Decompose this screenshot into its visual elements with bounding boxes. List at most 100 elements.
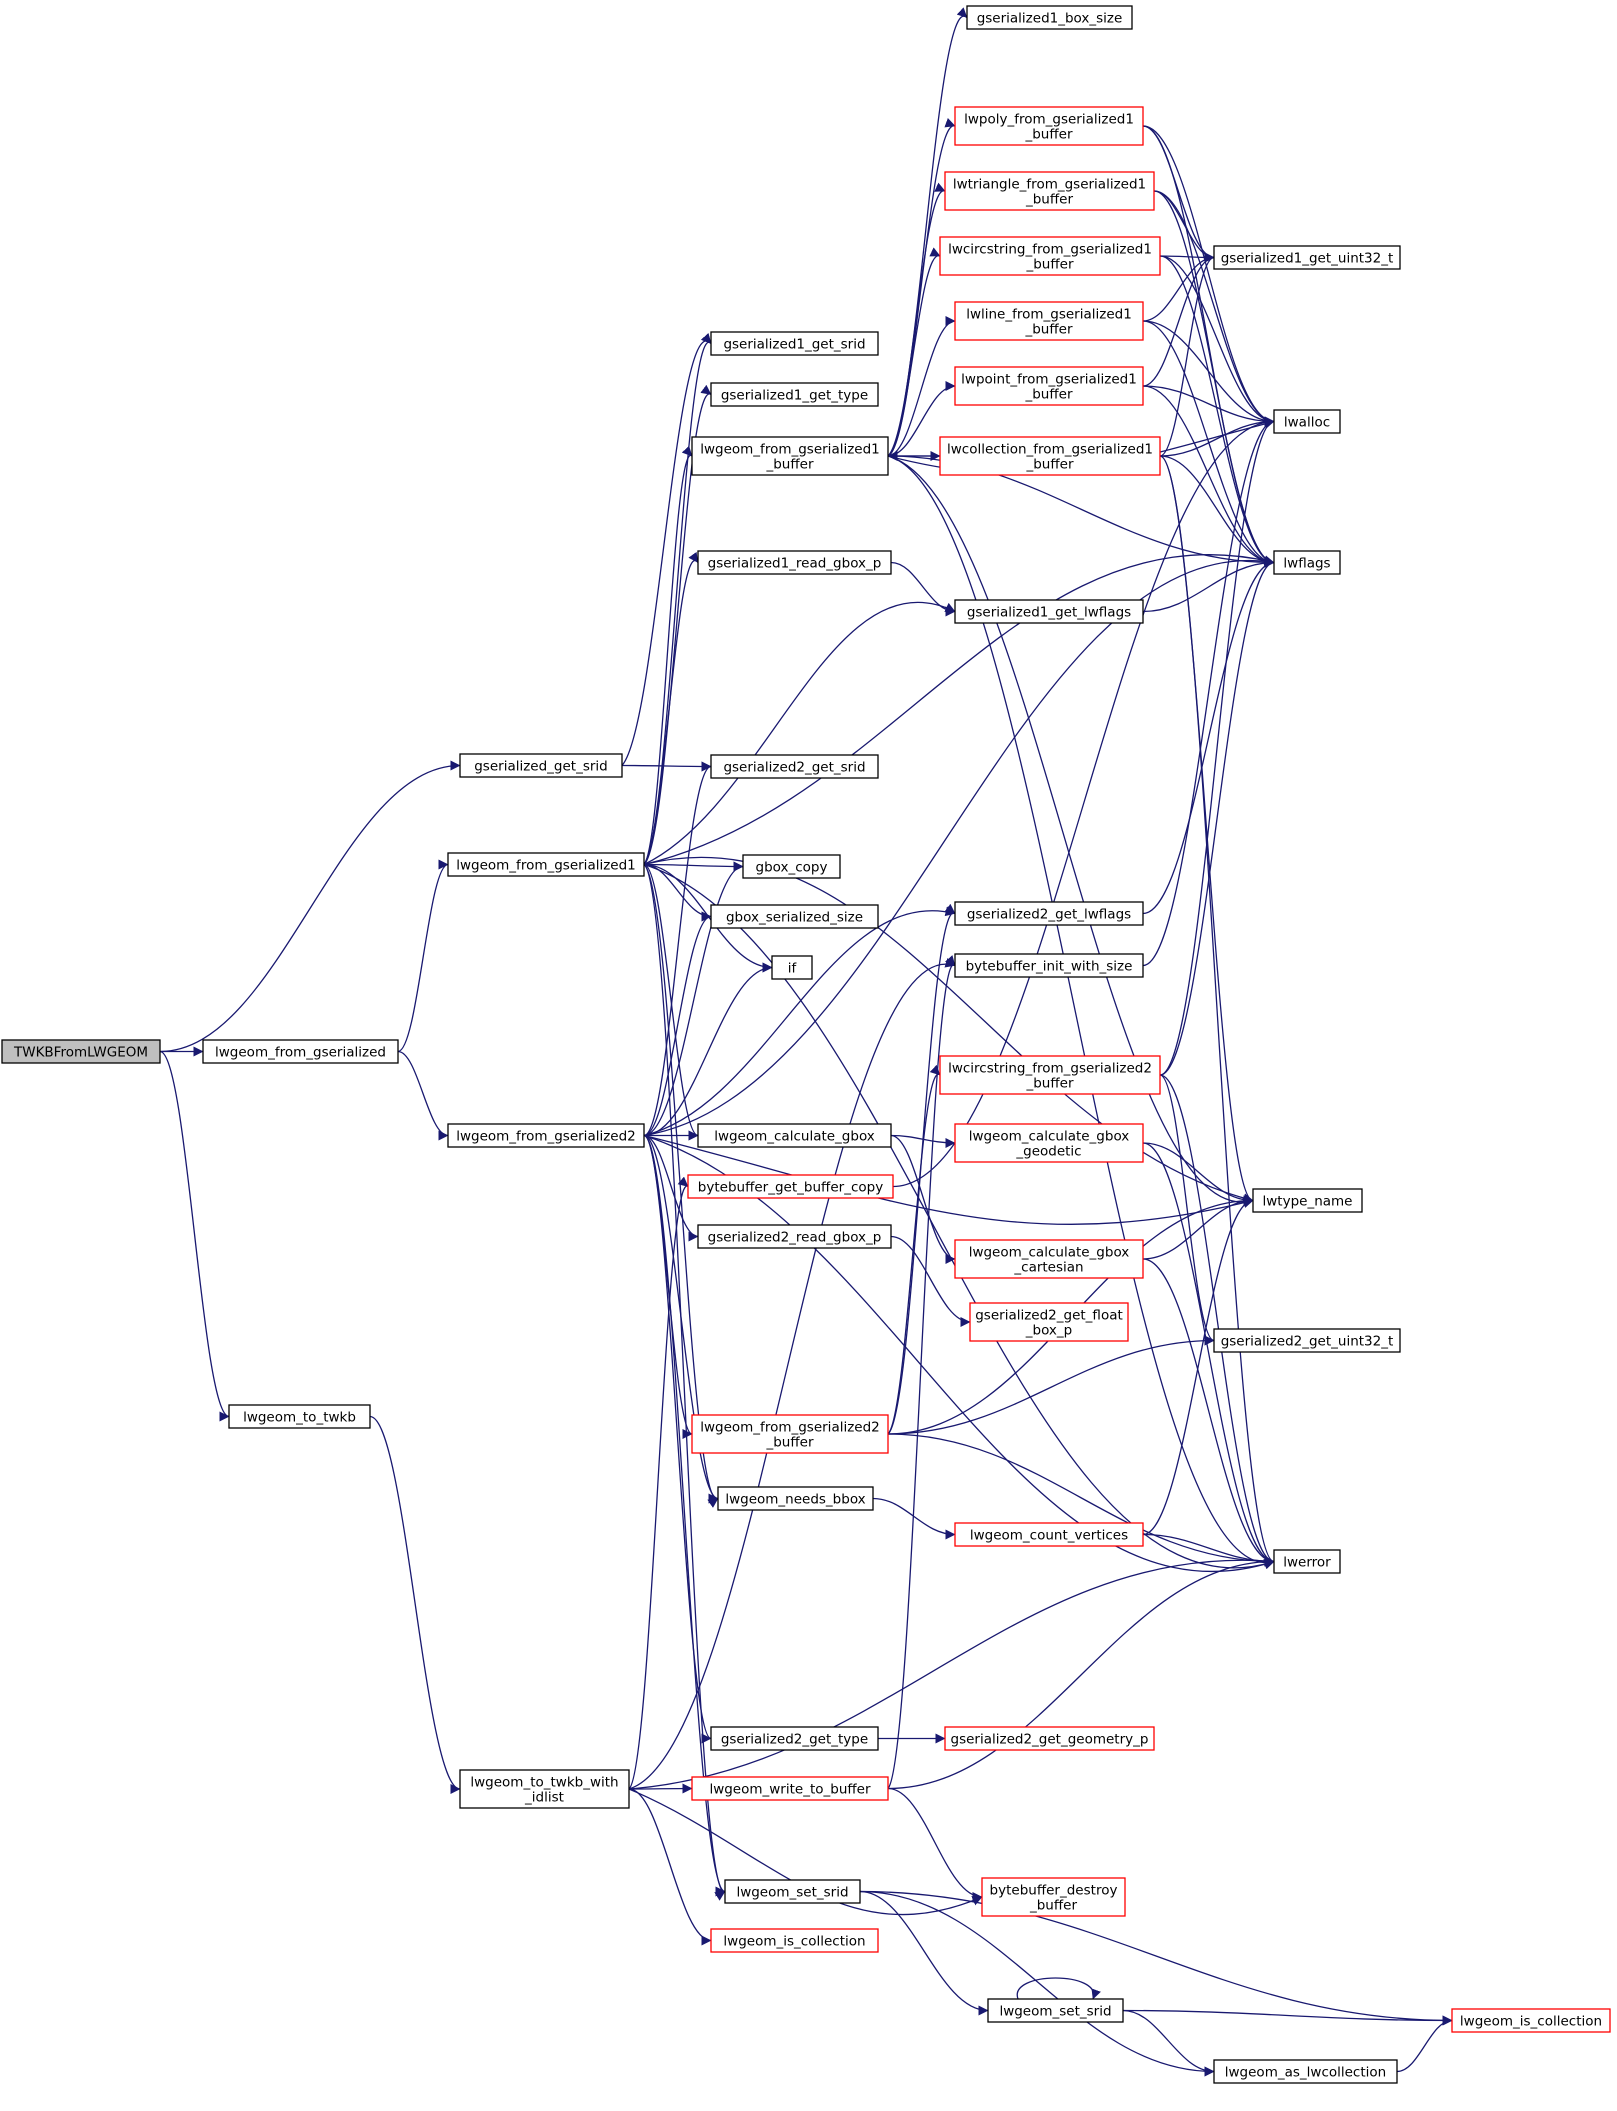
node-lwcircstring-from-gserialized1-buffer[interactable]: lwcircstring_from_gserialized1_buffer [939,236,1161,276]
node-gbox-serialized-size[interactable]: gbox_serialized_size [710,904,879,929]
edge-lwgeom-write-to-buffer-to-lwerror [887,1556,1275,1790]
node-gserialized2-get-uint32-t[interactable]: gserialized2_get_uint32_t [1213,1328,1401,1353]
node-box [687,1174,894,1199]
edge-lwgeom-calculate-gbox-to-lwgeom-calculate-gbox-cartesian [890,1134,956,1264]
node-lwcircstring-from-gserialized2-buffer[interactable]: lwcircstring_from_gserialized2_buffer [939,1055,1161,1095]
node-gserialized2-get-srid[interactable]: gserialized2_get_srid [710,754,879,779]
node-label: lwline_from_gserialized1 [966,307,1132,323]
node-label: gserialized2_get_lwflags [967,907,1131,923]
node-bytebuffer-init-with-size[interactable]: bytebuffer_init_with_size [954,953,1144,978]
edge-twkbfromlwgeom-to-gserialized-get-srid [159,760,461,1053]
edge-lwcollection-from-gserialized1-buffer-to-lwflags [1159,455,1275,568]
node-lwline-from-gserialized1-buffer[interactable]: lwline_from_gserialized1_buffer [954,301,1144,341]
node-twkbfromlwgeom[interactable]: TWKBFromLWGEOM [1,1039,161,1064]
edge-lwgeom-calculate-gbox-cartesian-to-lwerror [1142,1258,1275,1567]
node-lwalloc[interactable]: lwalloc [1273,409,1341,434]
node-bytebuffer-get-buffer-copy[interactable]: bytebuffer_get_buffer_copy [687,1174,894,1199]
node-lwtype-name[interactable]: lwtype_name [1252,1188,1363,1213]
node-gserialized1-get-lwflags[interactable]: gserialized1_get_lwflags [954,599,1144,624]
node-lwgeom-count-vertices[interactable]: lwgeom_count_vertices [954,1522,1144,1547]
node-label: gserialized2_get_uint32_t [1221,1334,1394,1350]
node-box [987,1998,1124,2023]
node-label: lwgeom_needs_bbox [725,1492,865,1508]
node-box [954,106,1144,146]
node-label: _buffer [1024,387,1072,403]
edge-lwgeom-from-gserialized1-to-gbox-copy [643,861,744,872]
node-lwgeom-as-lwcollection[interactable]: lwgeom_as_lwcollection [1213,2059,1398,2084]
node-label: lwgeom_set_srid [736,1885,848,1901]
edge-lwgeom-from-gserialized2-to-lwgeom-needs-bbox [643,1134,719,1504]
edge-lwcircstring-from-gserialized2-buffer-to-lwalloc [1159,416,1275,1076]
node-lwgeom-write-to-buffer[interactable]: lwgeom_write_to_buffer [691,1776,889,1801]
node-box [710,904,879,929]
edge-lwgeom-from-gserialized1-to-lwgeom-calculate-gbox [643,863,699,1141]
node-lwtriangle-from-gserialized1-buffer[interactable]: lwtriangle_from_gserialized1_buffer [944,171,1155,211]
node-gserialized2-read-gbox-p[interactable]: gserialized2_read_gbox_p [697,1224,892,1249]
node-gserialized2-get-float-box-p[interactable]: gserialized2_get_float_box_p [969,1302,1129,1342]
node-if[interactable]: if [771,955,813,980]
node-gserialized1-get-srid[interactable]: gserialized1_get_srid [710,331,879,356]
node-gserialized2-get-geometry-p[interactable]: gserialized2_get_geometry_p [944,1726,1155,1751]
node-lwgeom-calculate-gbox-cartesian[interactable]: lwgeom_calculate_gbox_cartesian [954,1239,1144,1279]
node-label: _geodetic [1015,1144,1081,1160]
node-box [954,901,1144,926]
node-gserialized1-get-type[interactable]: gserialized1_get_type [710,382,879,407]
node-box [724,1879,861,1904]
edge-lwcircstring-from-gserialized1-buffer-to-lwalloc [1159,255,1275,427]
node-box [954,1522,1144,1547]
node-lwgeom-is-collection-a[interactable]: lwgeom_is_collection [710,1928,879,1953]
node-lwgeom-from-gserialized[interactable]: lwgeom_from_gserialized [202,1039,399,1064]
node-box [944,171,1155,211]
edge-lwgeom-to-twkb-with-idlist-to-bytebuffer-init-with-size [628,957,956,1790]
node-gbox-copy[interactable]: gbox_copy [742,854,841,879]
node-box [717,1486,874,1511]
edge-lwgeom-from-gserialized2-buffer-to-gserialized2-get-uint32-t [887,1335,1215,1435]
node-gserialized1-read-gbox-p[interactable]: gserialized1_read_gbox_p [697,550,892,575]
node-label: lwgeom_calculate_gbox [969,1245,1130,1261]
node-box [228,1404,371,1429]
edge-lwgeom-set-srid-b-to-lwgeom-is-collection-b [1122,2009,1453,2026]
node-lwgeom-calculate-gbox-geodetic[interactable]: lwgeom_calculate_gbox_geodetic [954,1123,1144,1163]
node-lwgeom-from-gserialized1-buffer[interactable]: lwgeom_from_gserialized1_buffer [691,436,889,476]
node-lwgeom-set-srid-a[interactable]: lwgeom_set_srid [724,1879,861,1904]
edge-lwcircstring-from-gserialized2-buffer-to-gserialized2-get-uint32-t [1159,1074,1215,1346]
node-lwgeom-set-srid-b[interactable]: lwgeom_set_srid [987,1998,1124,2023]
node-lwgeom-to-twkb-with-idlist[interactable]: lwgeom_to_twkb_with_idlist [459,1769,630,1809]
node-label: TWKBFromLWGEOM [13,1045,148,1061]
node-label: lwalloc [1284,415,1330,431]
node-label: gserialized2_get_type [721,1732,868,1748]
node-gserialized2-get-type[interactable]: gserialized2_get_type [710,1726,879,1751]
node-lwgeom-is-collection-b[interactable]: lwgeom_is_collection [1451,2008,1611,2033]
node-lwgeom-from-gserialized2[interactable]: lwgeom_from_gserialized2 [447,1123,645,1148]
node-lwpoly-from-gserialized1-buffer[interactable]: lwpoly_from_gserialized1_buffer [954,106,1144,146]
node-lwgeom-to-twkb[interactable]: lwgeom_to_twkb [228,1404,371,1429]
edge-lwgeom-from-gserialized2-to-lwgeom-set-srid-a [643,1134,726,1897]
edge-lwgeom-set-srid-self-loop [1016,1977,1101,2000]
edge-lwgeom-from-gserialized1-to-gserialized1-get-lwflags [643,602,956,866]
node-lwerror[interactable]: lwerror [1273,1549,1341,1574]
node-lwpoint-from-gserialized1-buffer[interactable]: lwpoint_from_gserialized1_buffer [954,366,1144,406]
node-lwflags[interactable]: lwflags [1273,550,1341,575]
node-gserialized1-box-size[interactable]: gserialized1_box_size [966,5,1133,30]
node-lwgeom-from-gserialized2-buffer[interactable]: lwgeom_from_gserialized2_buffer [691,1414,889,1454]
node-gserialized2-get-lwflags[interactable]: gserialized2_get_lwflags [954,901,1144,926]
node-lwgeom-needs-bbox[interactable]: lwgeom_needs_bbox [717,1486,874,1511]
node-lwgeom-from-gserialized1[interactable]: lwgeom_from_gserialized1 [447,852,645,877]
node-label: _buffer [1025,457,1073,473]
node-label: lwgeom_from_gserialized2 [456,1129,636,1145]
node-lwcollection-from-gserialized1-buffer[interactable]: lwcollection_from_gserialized1_buffer [939,436,1161,476]
node-label: lwpoint_from_gserialized1 [961,372,1137,388]
node-label: lwgeom_is_collection [723,1934,865,1950]
node-bytebuffer-destroy-buffer[interactable]: bytebuffer_destroy_buffer [981,1877,1126,1917]
node-box [954,1239,1144,1279]
node-label: gserialized2_get_float [975,1308,1123,1324]
node-label: _idlist [524,1790,564,1806]
node-box [1213,1328,1401,1353]
node-gserialized1-get-uint32-t[interactable]: gserialized1_get_uint32_t [1213,245,1401,270]
edge-gserialized-get-srid-to-gserialized2-get-srid [621,761,712,772]
node-label: bytebuffer_init_with_size [966,959,1133,975]
node-gserialized-get-srid[interactable]: gserialized_get_srid [459,753,623,778]
edge-lwgeom-from-gserialized-to-lwgeom-from-gserialized1 [397,859,449,1053]
node-label: gserialized1_get_lwflags [967,605,1131,621]
node-lwgeom-calculate-gbox[interactable]: lwgeom_calculate_gbox [697,1123,892,1148]
